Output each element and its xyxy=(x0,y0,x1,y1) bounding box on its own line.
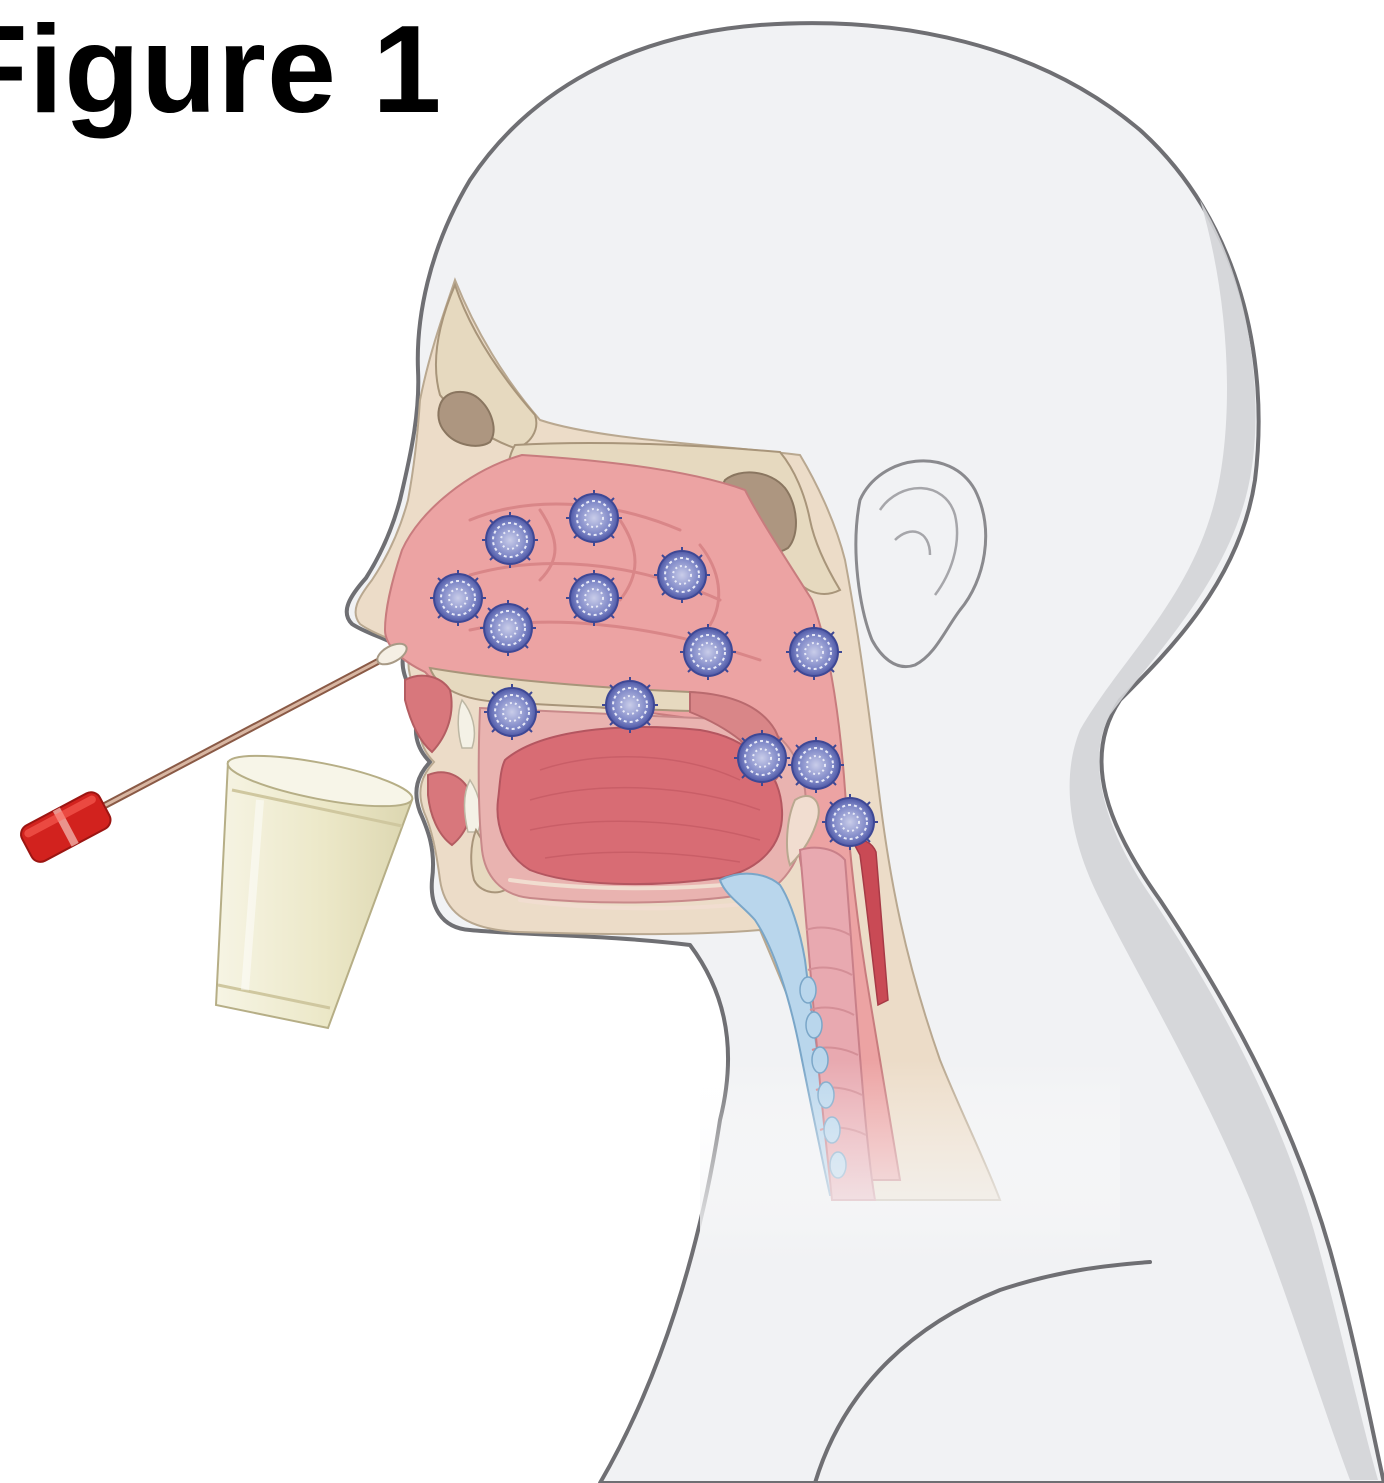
virus-particle-icon xyxy=(734,730,790,786)
virus-particle-icon xyxy=(654,547,710,603)
virus-particle-icon xyxy=(680,624,736,680)
virus-particle-icon xyxy=(786,624,842,680)
virus-particle-icon xyxy=(566,490,622,546)
virus-particle-icon xyxy=(566,570,622,626)
virus-particle-icon xyxy=(484,684,540,740)
virus-particle-icon xyxy=(430,570,486,626)
virus-particle-icon xyxy=(822,794,878,850)
virus-particle-icon xyxy=(482,512,538,568)
virus-particle-icon xyxy=(480,600,536,656)
lower-fade xyxy=(700,1060,1120,1260)
virus-particle-icon xyxy=(788,737,844,793)
virus-particle-icon xyxy=(602,677,658,733)
cup-icon xyxy=(216,745,416,1028)
